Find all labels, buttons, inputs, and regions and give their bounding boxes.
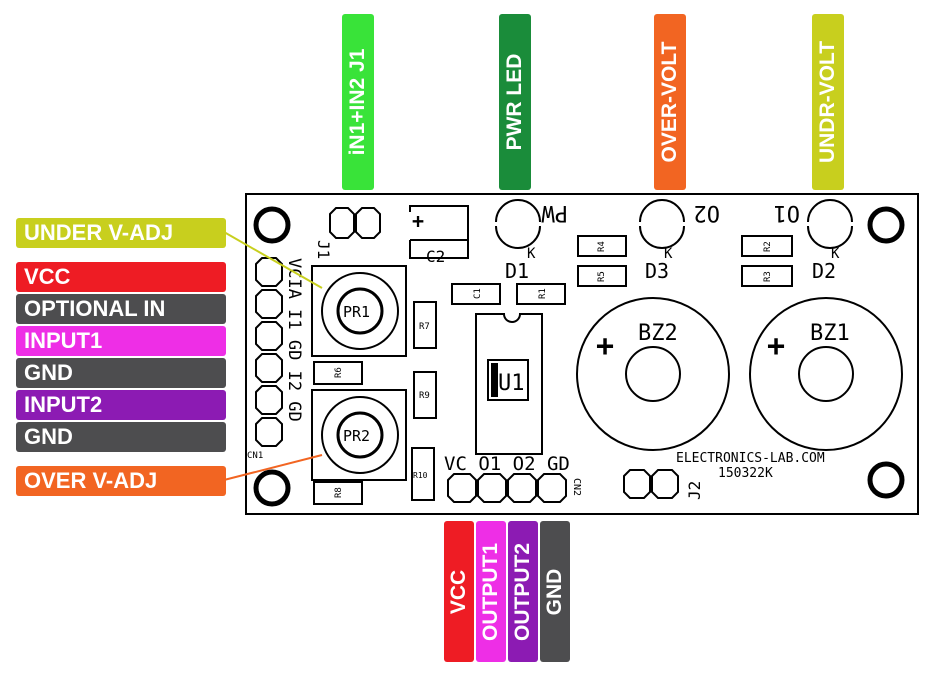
k-label-d3: K	[664, 246, 673, 262]
resistors	[313, 235, 793, 505]
mounting-hole	[253, 469, 291, 507]
label-undr-volt: UNDR-VOLT	[812, 14, 844, 190]
j1-label: J1	[314, 240, 333, 259]
r2-label: R2	[763, 241, 773, 252]
label-over-volt-text: OVER-VOLT	[658, 41, 681, 163]
label-undr-volt-text: UNDR-VOLT	[816, 40, 839, 164]
site-label: ELECTRONICS-LAB.COM	[676, 451, 825, 466]
cn2-label: CN2	[571, 478, 582, 496]
label-gnd-1: GND	[16, 358, 226, 388]
cn1-pins-label: VCIA I1 GD I2 GD	[284, 258, 304, 422]
r7-label: R7	[419, 322, 430, 332]
trimmers	[311, 265, 407, 481]
code-label: 150322K	[718, 466, 773, 481]
bz2-label: BZ2	[638, 321, 678, 346]
j2-header	[623, 469, 679, 499]
pr1-label: PR1	[343, 303, 370, 321]
mounting-hole	[867, 206, 905, 244]
bz1-plus: +	[767, 329, 785, 364]
k-label-d2: K	[831, 246, 840, 262]
label-over-v-adj: OVER V-ADJ	[16, 466, 226, 496]
label-optional-in: OPTIONAL IN	[16, 294, 226, 324]
label-gnd-out: GND	[540, 521, 570, 662]
r1-label: R1	[538, 288, 548, 299]
label-in1-in2-j1: iN1+IN2 J1	[342, 14, 374, 190]
board-outline	[245, 193, 919, 515]
leader-over-v-adj	[223, 454, 323, 481]
label-vcc-out: VCC	[444, 521, 474, 662]
label-output2: OUTPUT2	[508, 521, 538, 662]
label-vcc-in: VCC	[16, 262, 226, 292]
label-gnd-out-text: GND	[543, 568, 566, 615]
label-in1-in2-j1-text: iN1+IN2 J1	[346, 48, 369, 156]
c2-plus-label: +	[412, 209, 424, 233]
pr2-label: PR2	[343, 427, 370, 445]
o2-label: O2	[694, 200, 721, 225]
label-input2: INPUT2	[16, 390, 226, 420]
c2-capacitor	[409, 205, 469, 259]
r3-label: R3	[763, 271, 773, 282]
k-label-d1: K	[527, 246, 536, 262]
cn2-header	[447, 473, 567, 503]
label-pwr-led-text: PWR LED	[503, 53, 526, 151]
buzzers	[576, 297, 903, 451]
cn2-pins-label: VC O1 O2 GD	[444, 453, 570, 475]
leader-under-v-adj	[223, 231, 323, 289]
d1-label: D1	[505, 259, 529, 283]
r9-label: R9	[419, 391, 430, 401]
cn1-header	[255, 257, 283, 447]
bz2-plus: +	[596, 329, 614, 364]
d3-label: D3	[645, 259, 669, 283]
d2-label: D2	[812, 259, 836, 283]
u1-label: U1	[498, 371, 525, 396]
c2-label: C2	[426, 247, 445, 266]
label-vcc-out-text: VCC	[447, 569, 470, 614]
label-gnd-2: GND	[16, 422, 226, 452]
r5-label: R5	[597, 271, 607, 282]
o1-label: O1	[774, 200, 801, 225]
cn1-label: CN1	[247, 451, 263, 461]
label-under-v-adj: UNDER V-ADJ	[16, 218, 226, 248]
mounting-hole	[253, 206, 291, 244]
j1-header	[329, 207, 381, 239]
mounting-hole	[867, 461, 905, 499]
r10-label: R10	[413, 471, 428, 480]
bz1-label: BZ1	[810, 321, 850, 346]
led-outlines	[495, 199, 853, 249]
label-input1: INPUT1	[16, 326, 226, 356]
r4-label: R4	[597, 241, 607, 252]
label-over-volt: OVER-VOLT	[654, 14, 686, 190]
label-output1-text: OUTPUT1	[479, 542, 502, 641]
r8-label: R8	[334, 487, 344, 498]
u1-chip	[475, 313, 543, 455]
label-pwr-led: PWR LED	[499, 14, 531, 190]
pw-label: PW	[541, 200, 568, 225]
r6-label: R6	[334, 367, 344, 378]
c1-label: C1	[473, 288, 483, 299]
label-output2-text: OUTPUT2	[511, 542, 534, 641]
label-output1: OUTPUT1	[476, 521, 506, 662]
j2-label: J2	[685, 481, 704, 500]
